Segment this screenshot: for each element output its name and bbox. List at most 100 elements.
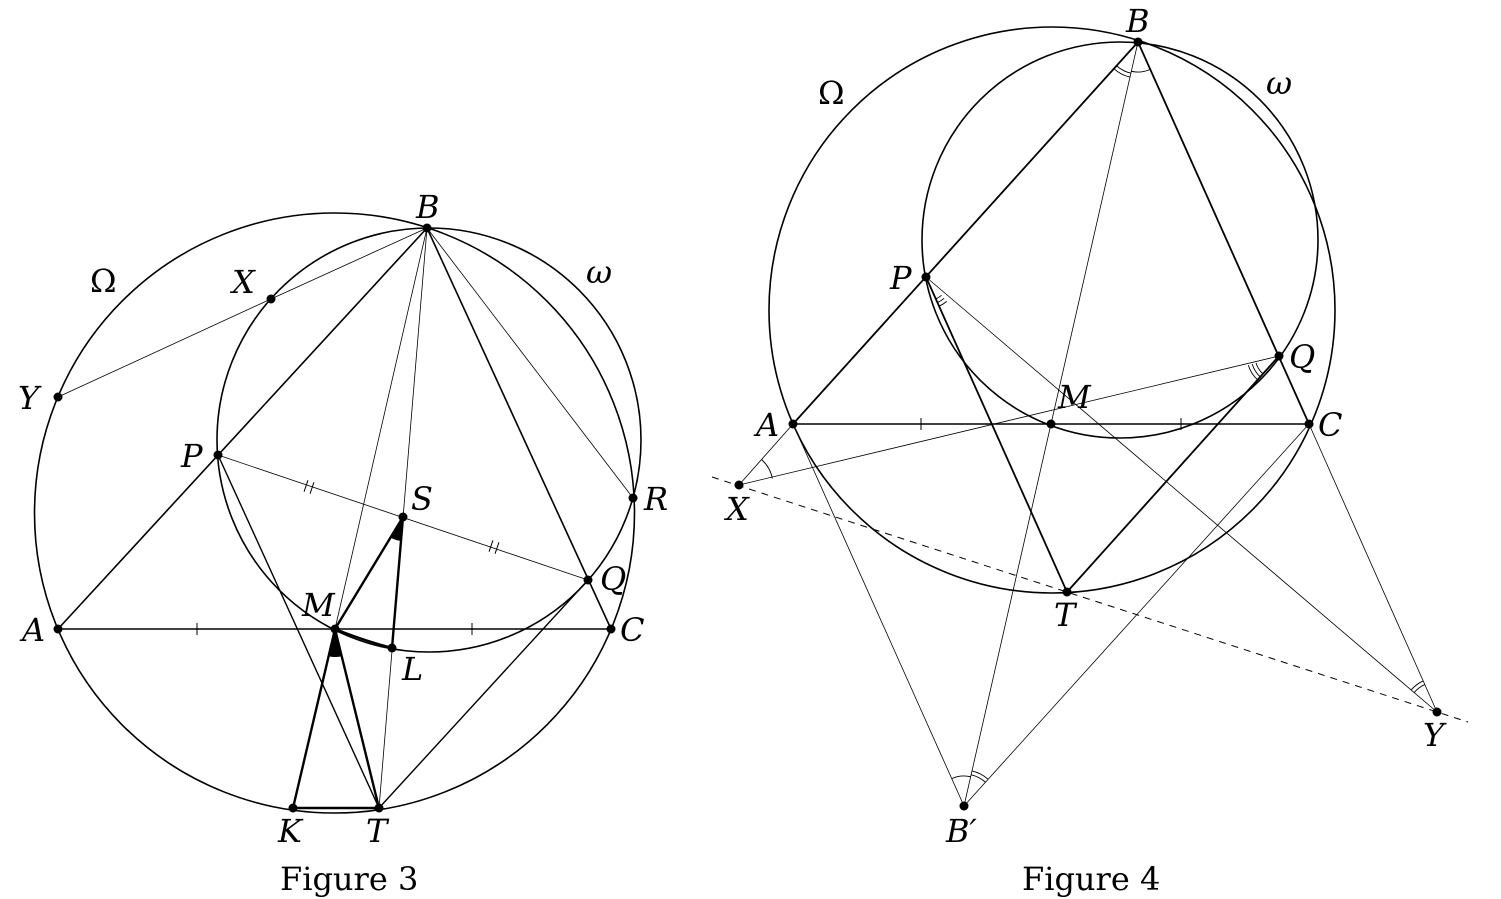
segment-BM — [334, 227, 428, 630]
angle-mark-P — [935, 294, 942, 300]
segment-QX — [738, 355, 1280, 486]
segment-BX — [270, 227, 428, 300]
label-X: X — [229, 263, 256, 301]
segment-PT — [925, 276, 1068, 593]
label-P: P — [180, 437, 203, 475]
angle-mark-Y — [1410, 680, 1424, 691]
angle-mark-Q — [1251, 363, 1261, 378]
point — [583, 575, 593, 585]
point — [606, 624, 616, 634]
point — [53, 392, 63, 402]
label-Omega: Ω — [90, 262, 117, 300]
point — [387, 643, 397, 653]
point — [398, 512, 408, 522]
angle-mark-X — [761, 459, 773, 479]
point — [628, 493, 638, 503]
tick-PS-SQ — [488, 540, 494, 552]
label-K: K — [277, 812, 304, 850]
segment-AB — [792, 41, 1139, 425]
label-Q: Q — [600, 560, 626, 598]
angle-mark-B — [1113, 68, 1131, 78]
segment-ABprime — [792, 423, 965, 807]
point — [266, 294, 276, 304]
tick-PS-SQ — [494, 542, 500, 554]
point — [374, 803, 384, 813]
angle-mark-B — [1116, 65, 1132, 74]
point — [422, 223, 432, 233]
label-B-prime: B′ — [945, 812, 978, 850]
segment-MK — [291, 628, 337, 809]
segment-CY — [1308, 423, 1438, 713]
label-C: C — [1318, 406, 1342, 444]
circle-Omega — [768, 26, 1336, 594]
angle-wedge-S — [390, 517, 403, 541]
segment-MS — [333, 516, 405, 630]
label-omega: ω — [1266, 64, 1292, 102]
point — [213, 450, 223, 460]
caption-figure-4: Figure 4 — [1022, 860, 1160, 898]
segment-XY — [57, 298, 272, 398]
label-Q: Q — [1289, 338, 1315, 376]
label-C: C — [620, 611, 644, 649]
figure-3 — [33, 212, 642, 814]
point — [1432, 707, 1442, 717]
angle-mark-Y — [1413, 684, 1426, 693]
label-B: B — [415, 188, 440, 226]
label-X: X — [723, 490, 750, 528]
angle-mark-Bprime — [971, 770, 989, 780]
label-S: S — [411, 480, 433, 518]
point — [959, 801, 969, 811]
point — [53, 624, 63, 634]
label-T: T — [1054, 596, 1078, 634]
segment-MT — [333, 628, 381, 809]
segment-PT — [217, 454, 380, 809]
segment-QT — [378, 579, 589, 809]
point — [1046, 419, 1056, 429]
point — [1304, 419, 1314, 429]
label-P: P — [889, 259, 912, 297]
point — [921, 272, 931, 282]
angle-mark-Bprime — [970, 774, 986, 783]
label-T: T — [366, 812, 390, 850]
angle-mark-Q — [1255, 362, 1264, 375]
label-L: L — [401, 650, 423, 688]
circle-omega — [216, 227, 642, 653]
point — [788, 419, 798, 429]
label-B: B — [1125, 2, 1150, 40]
point — [288, 803, 298, 813]
label-M: M — [1057, 378, 1092, 416]
arc-ML — [334, 627, 393, 650]
label-R: R — [643, 480, 668, 518]
segment-BR — [426, 227, 634, 499]
figure-4 — [711, 26, 1469, 811]
label-Y: Y — [1423, 716, 1447, 754]
angle-mark-P — [937, 297, 945, 303]
label-A: A — [19, 611, 45, 649]
point — [1274, 351, 1284, 361]
label-A: A — [753, 406, 779, 444]
segment-BC — [1137, 41, 1310, 425]
angle-wedge-M — [328, 629, 342, 657]
angle-mark-Bprime — [951, 775, 971, 780]
angle-mark-P — [938, 301, 948, 307]
tick-PS-SQ — [309, 482, 315, 494]
segment-AX — [738, 423, 794, 486]
point — [734, 480, 744, 490]
dashed-line-XY — [711, 476, 1469, 723]
circle-omega — [921, 41, 1319, 439]
point — [1133, 37, 1143, 47]
angle-mark-Q — [1247, 365, 1258, 381]
point — [330, 624, 340, 634]
segment-QT — [1066, 355, 1280, 593]
angle-mark-B — [1131, 68, 1151, 73]
tick-PS-SQ — [303, 480, 309, 492]
caption-figure-3: Figure 3 — [280, 860, 418, 898]
label-M: M — [301, 586, 336, 624]
segment-AB — [57, 227, 428, 630]
circle-Omega — [33, 212, 636, 814]
label-omega: ω — [586, 253, 612, 291]
point — [1062, 587, 1072, 597]
segment-BC — [426, 227, 612, 630]
label-Omega: Ω — [818, 74, 845, 112]
